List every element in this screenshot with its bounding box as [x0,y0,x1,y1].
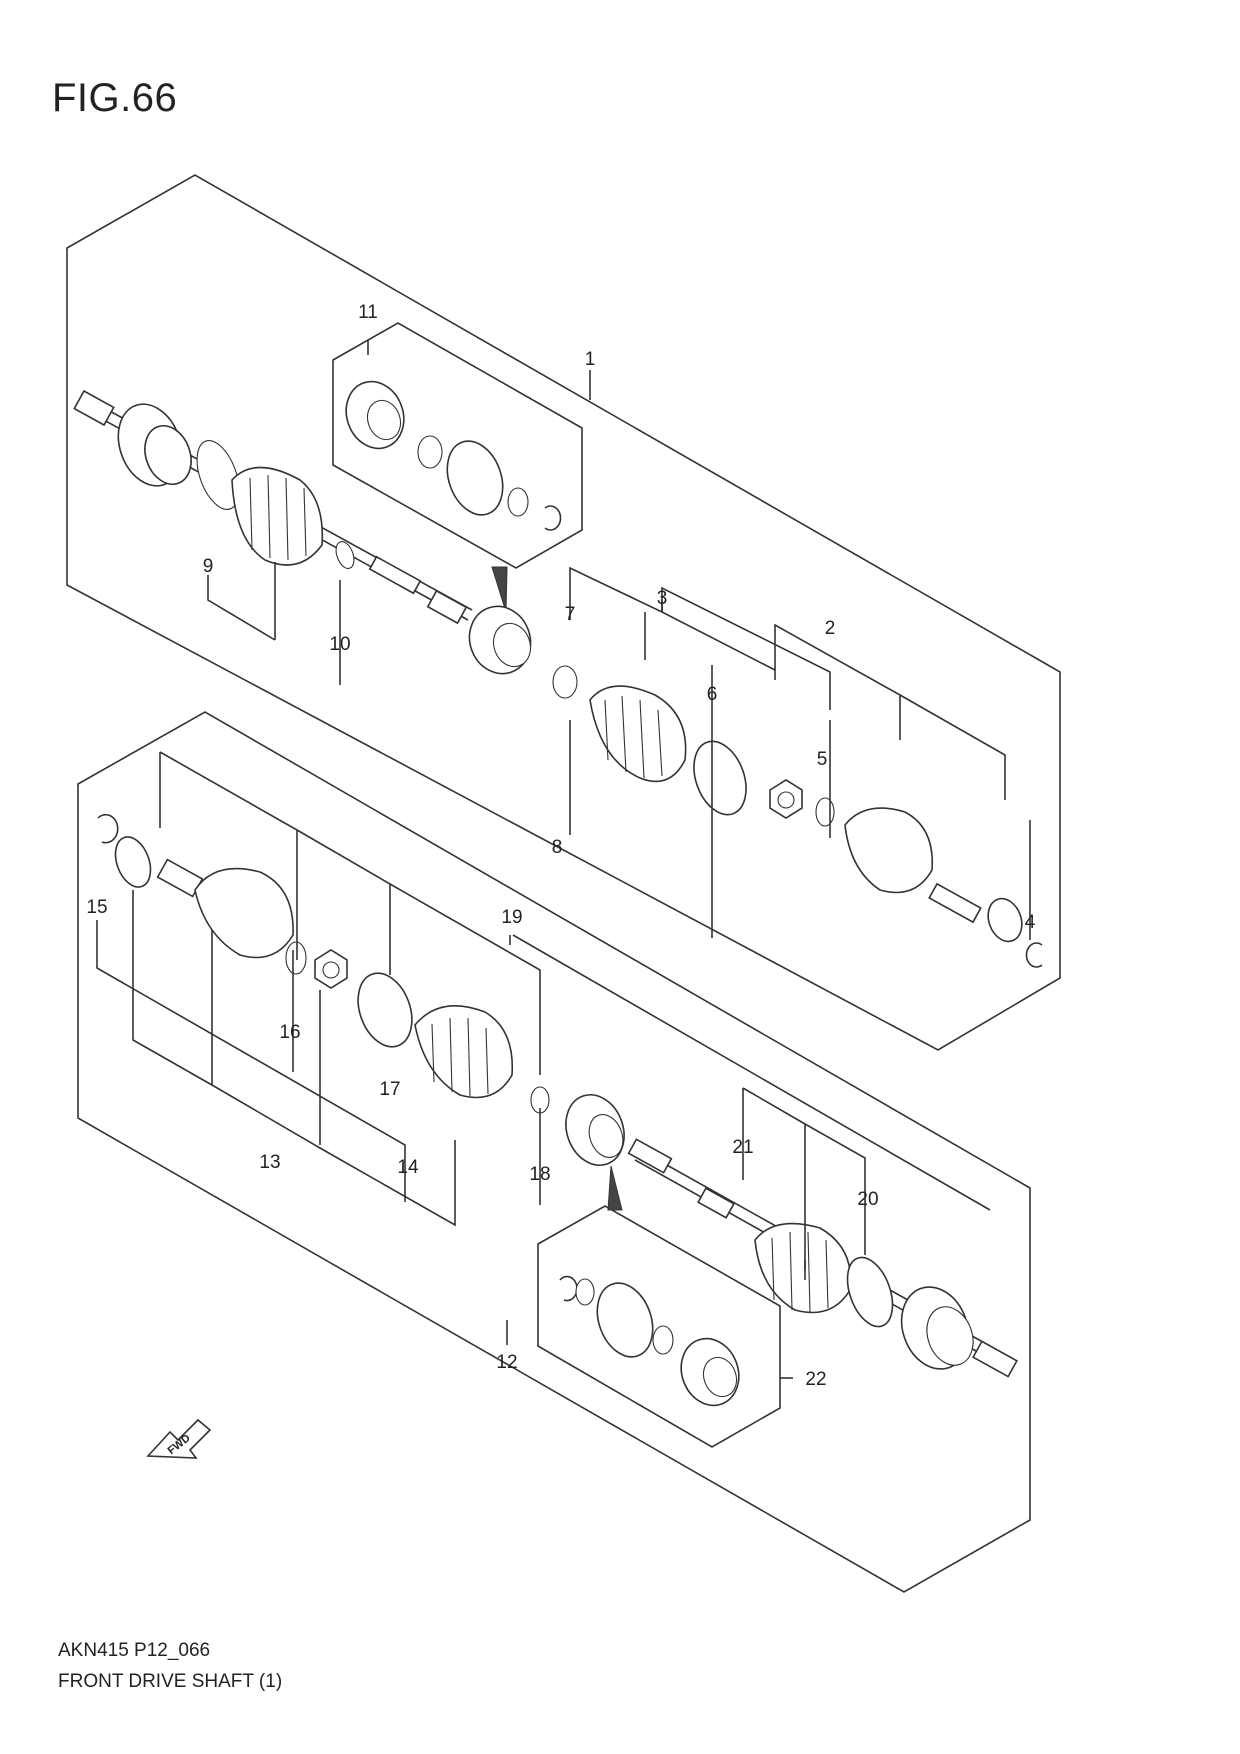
callout-17: 17 [379,1079,400,1100]
callout-1: 1 [585,349,596,370]
callout-4: 4 [1025,912,1036,933]
callout-12: 12 [496,1352,517,1373]
diagram-code: AKN415 P12_066 [58,1640,211,1661]
kit-11-parts [345,380,562,531]
callout-15: 15 [86,897,107,918]
diagram-name: FRONT DRIVE SHAFT (1) [58,1671,283,1692]
callout-19: 19 [501,907,522,928]
callout-5: 5 [817,749,828,770]
callout-13: 13 [259,1152,280,1173]
kit-22-parts [559,1275,740,1407]
callout-14: 14 [397,1157,419,1178]
callout-6: 6 [707,684,718,705]
callout-10: 10 [329,634,350,655]
callout-8: 8 [552,837,563,858]
figure-title: FIG.66 [52,76,178,120]
lower-leader-lines [96,751,991,1379]
upper-leader-lines [207,340,1031,940]
callout-18: 18 [529,1164,550,1185]
lower-assembly-frame [77,711,1031,1593]
kit-11-arrow [491,566,508,613]
joint-parts-lower [97,813,625,1166]
bearing-drawing [468,605,532,675]
joint-parts-upper [552,665,1043,968]
callout-7: 7 [565,604,576,625]
fwd-direction-marker: FWD [146,1418,212,1459]
upper-assembly-frame [66,174,1061,1051]
callout-20: 20 [857,1189,878,1210]
callout-22: 22 [805,1369,826,1390]
shaft-12-drawing [627,1138,1018,1378]
shaft-1-drawing [73,389,473,625]
kit-box-11 [332,322,583,569]
callout-9: 9 [203,556,214,577]
callout-11: 11 [358,302,378,323]
kit-22-arrow [607,1165,623,1211]
callout-3: 3 [657,588,668,609]
callout-2: 2 [825,618,836,639]
callout-16: 16 [279,1022,300,1043]
callout-21: 21 [732,1137,753,1158]
kit-box-22 [537,1205,781,1448]
